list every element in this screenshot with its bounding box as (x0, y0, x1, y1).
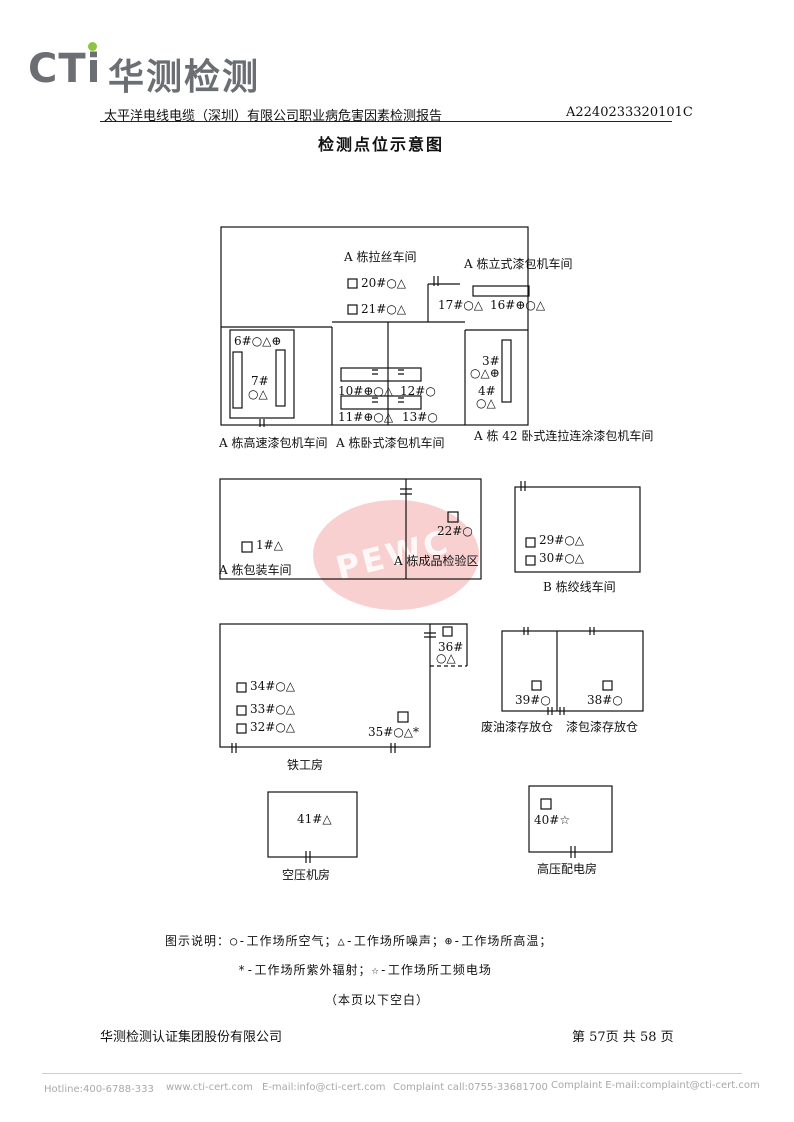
point-10: 10#⊕○△ (338, 384, 394, 398)
point-4-symbols: ○△ (476, 396, 496, 410)
legend-line-2: *-工作场所紫外辐射；☆-工作场所工频电场 (238, 963, 492, 977)
point-36-symbols: ○△ (436, 651, 456, 665)
report-number: A2240233320101C (566, 105, 693, 120)
area-a-drawing: A 栋拉丝车间 (344, 250, 417, 264)
area-a-42: A 栋 42 卧式连拉连涂漆包机车间 (474, 429, 654, 443)
point-40: 40#☆ (534, 813, 571, 827)
point-16: 16#⊕○△ (490, 298, 546, 312)
storage-rooms-outline (501, 630, 644, 712)
area-a-horizontal: A 栋卧式漆包机车间 (336, 436, 445, 450)
area-air-compressor: 空压机房 (282, 868, 331, 882)
area-b-stranding: B 栋绞线车间 (543, 580, 616, 594)
point-4: 4# (478, 384, 496, 398)
area-hv-room: 高压配电房 (537, 862, 598, 876)
area-a-vertical: A 栋立式漆包机车间 (464, 257, 573, 271)
point-22: 22#○ (437, 524, 473, 538)
footer-complaint-call: Complaint call:0755-33681700 (393, 1082, 548, 1093)
point-3-symbols: ○△⊕ (470, 366, 500, 380)
footer-company: 华测检测认证集团股份有限公司 (100, 1030, 283, 1045)
packing-inspection-outline (219, 478, 482, 580)
area-waste-paint: 废油漆存放仓 (481, 720, 554, 734)
point-41: 41#△ (297, 812, 332, 826)
point-7: 7# (251, 374, 269, 388)
point-13: 13#○ (402, 410, 438, 424)
page-title: 检测点位示意图 (318, 135, 445, 154)
header-rule (100, 121, 672, 122)
air-compressor-outline (267, 791, 358, 858)
point-6: 6#○△⊕ (234, 334, 282, 348)
highspeed-machine-room (229, 329, 295, 419)
point-34: 34#○△ (250, 679, 296, 693)
point-20: 20#○△ (361, 276, 407, 290)
point-29: 29#○△ (539, 533, 585, 547)
footer-complaint-email: Complaint E-mail:complaint@cti-cert.com (551, 1080, 760, 1091)
point-1: 1#△ (256, 538, 283, 552)
point-11: 11#⊕○△ (338, 410, 394, 424)
point-21: 21#○△ (361, 302, 407, 316)
legend-line-1: 图示说明：○-工作场所空气；△-工作场所噪声；⊕-工作场所高温； (165, 934, 553, 948)
point-33: 33#○△ (250, 702, 296, 716)
point-12: 12#○ (400, 384, 436, 398)
point-38: 38#○ (587, 693, 623, 707)
area-iron-room: 铁工房 (287, 758, 324, 772)
footer-page: 第 57页 共 58 页 (572, 1030, 674, 1045)
report-company: 太平洋电线电缆（深圳）有限公司职业病危害因素检测报告 (104, 109, 443, 124)
point-39: 39#○ (515, 693, 551, 707)
cti-logo: CTi (28, 46, 102, 92)
logo-dot-icon (88, 42, 97, 51)
a-building-outline (220, 226, 529, 426)
point-30: 30#○△ (539, 551, 585, 565)
point-7-symbols: ○△ (248, 387, 268, 401)
legend-line-3: （本页以下空白） (325, 993, 430, 1007)
point-35: 35#○△* (368, 725, 420, 739)
footer-rule (42, 1073, 742, 1074)
point-17: 17#○△ (438, 298, 484, 312)
footer-email: E-mail:info@cti-cert.com (262, 1082, 386, 1093)
area-enamel-store: 漆包漆存放仓 (566, 720, 639, 734)
point-32: 32#○△ (250, 720, 296, 734)
footer-web: www.cti-cert.com (166, 1082, 253, 1093)
area-a-packing: A 栋包装车间 (219, 563, 292, 577)
point-3: 3# (482, 354, 500, 368)
point-36: 36# (438, 640, 464, 654)
area-a-highspeed: A 栋高速漆包机车间 (219, 436, 328, 450)
area-a-inspection: A 栋成品检验区 (394, 554, 479, 568)
footer-hotline: Hotline:400-6788-333 (44, 1084, 154, 1095)
iron-room-outline (219, 623, 431, 748)
b-stranding-outline (514, 486, 641, 573)
watermark-stamp: PEWC (313, 500, 479, 610)
cti-logo-chinese: 华测检测 (108, 57, 261, 98)
